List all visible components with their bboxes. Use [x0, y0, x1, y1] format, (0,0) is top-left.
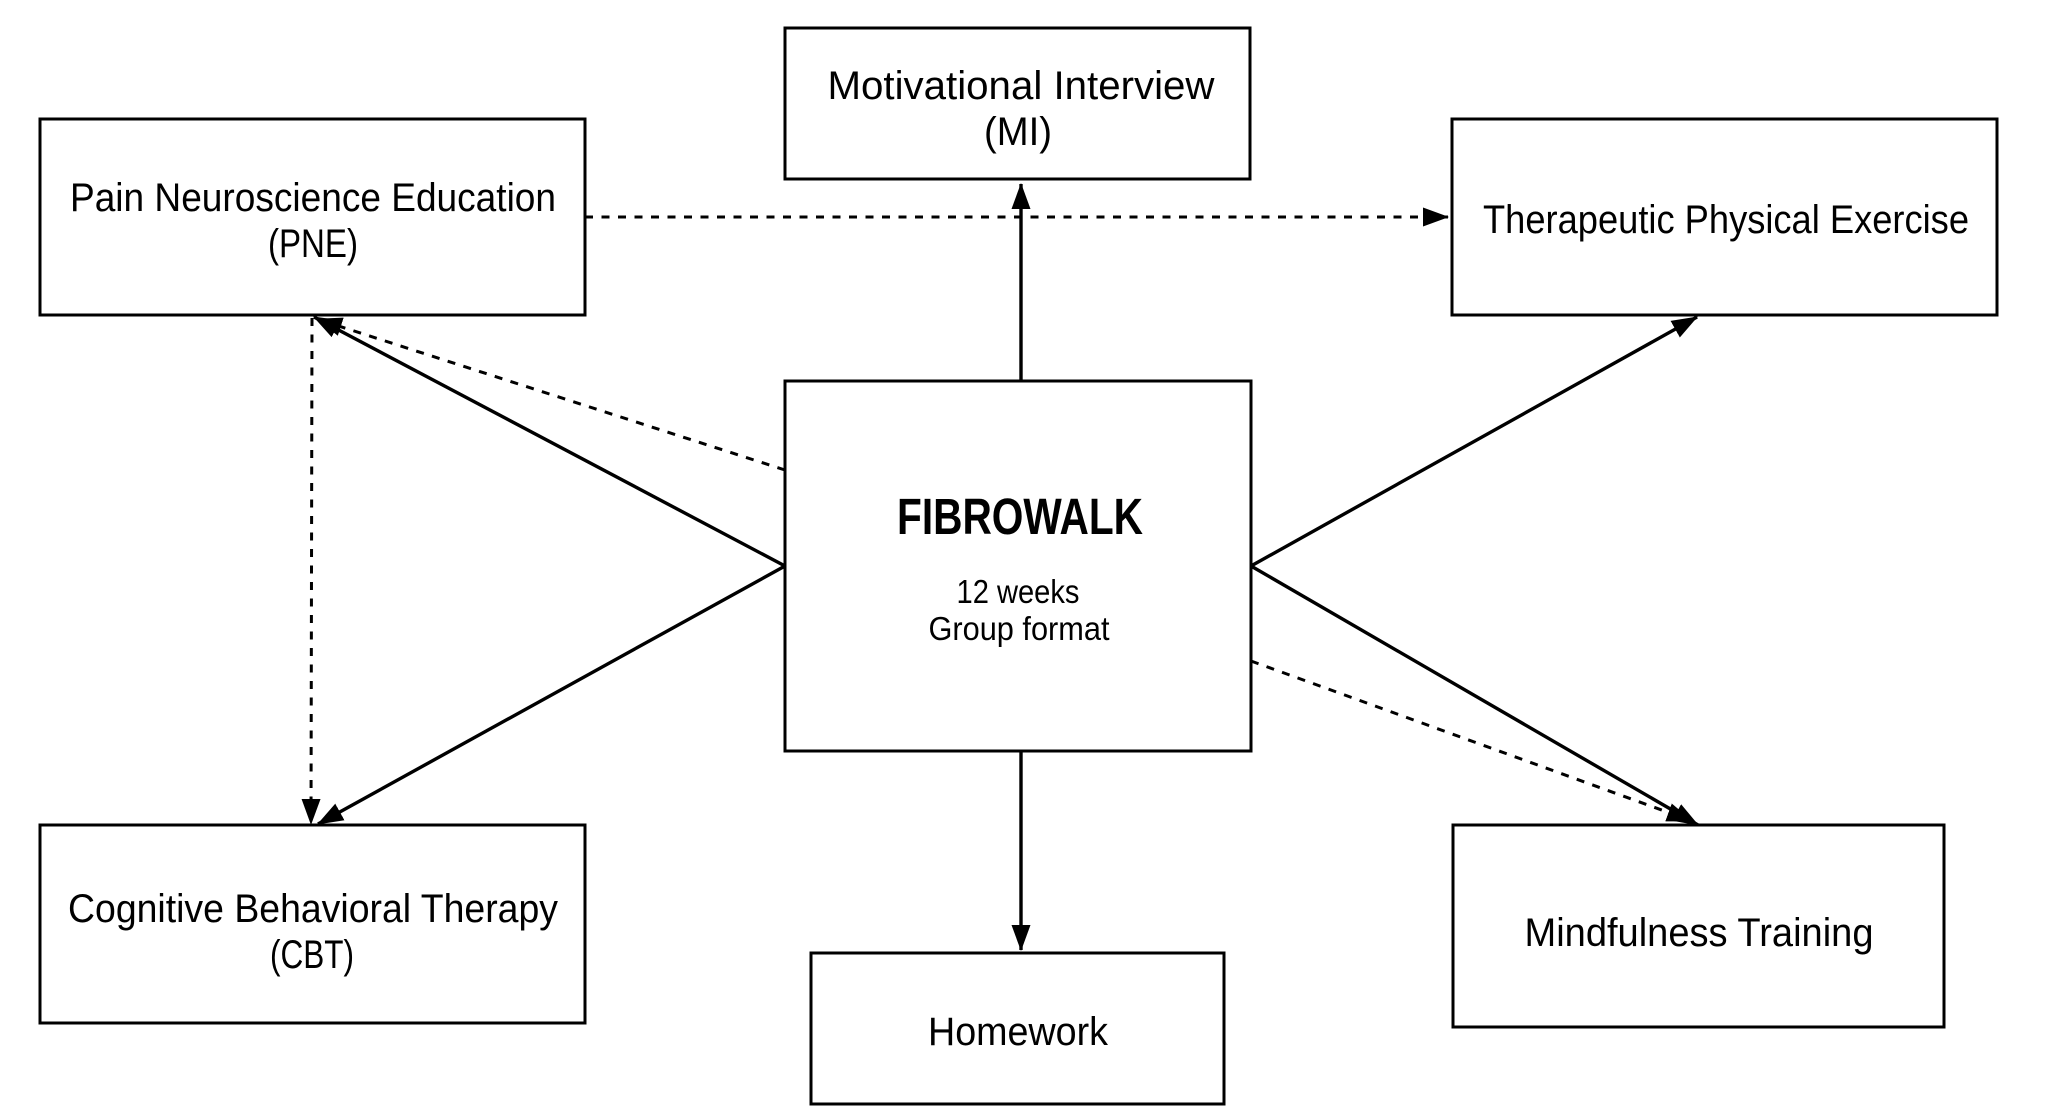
svg-text:Pain Neuroscience Education: Pain Neuroscience Education	[70, 176, 556, 220]
svg-text:FIBROWALK: FIBROWALK	[897, 488, 1143, 545]
svg-text:Motivational Interview: Motivational Interview	[828, 64, 1215, 108]
svg-text:Group format: Group format	[929, 610, 1110, 647]
svg-text:Therapeutic Physical Exercise: Therapeutic Physical Exercise	[1483, 198, 1969, 242]
svg-text:Homework: Homework	[928, 1010, 1109, 1054]
svg-text:12 weeks: 12 weeks	[957, 573, 1080, 610]
svg-text:Cognitive Behavioral Therapy: Cognitive Behavioral Therapy	[68, 887, 558, 931]
svg-text:(CBT): (CBT)	[270, 933, 354, 977]
svg-text:(PNE): (PNE)	[268, 222, 358, 266]
svg-text:Mindfulness Training: Mindfulness Training	[1525, 911, 1874, 955]
svg-text:(MI): (MI)	[984, 110, 1052, 154]
